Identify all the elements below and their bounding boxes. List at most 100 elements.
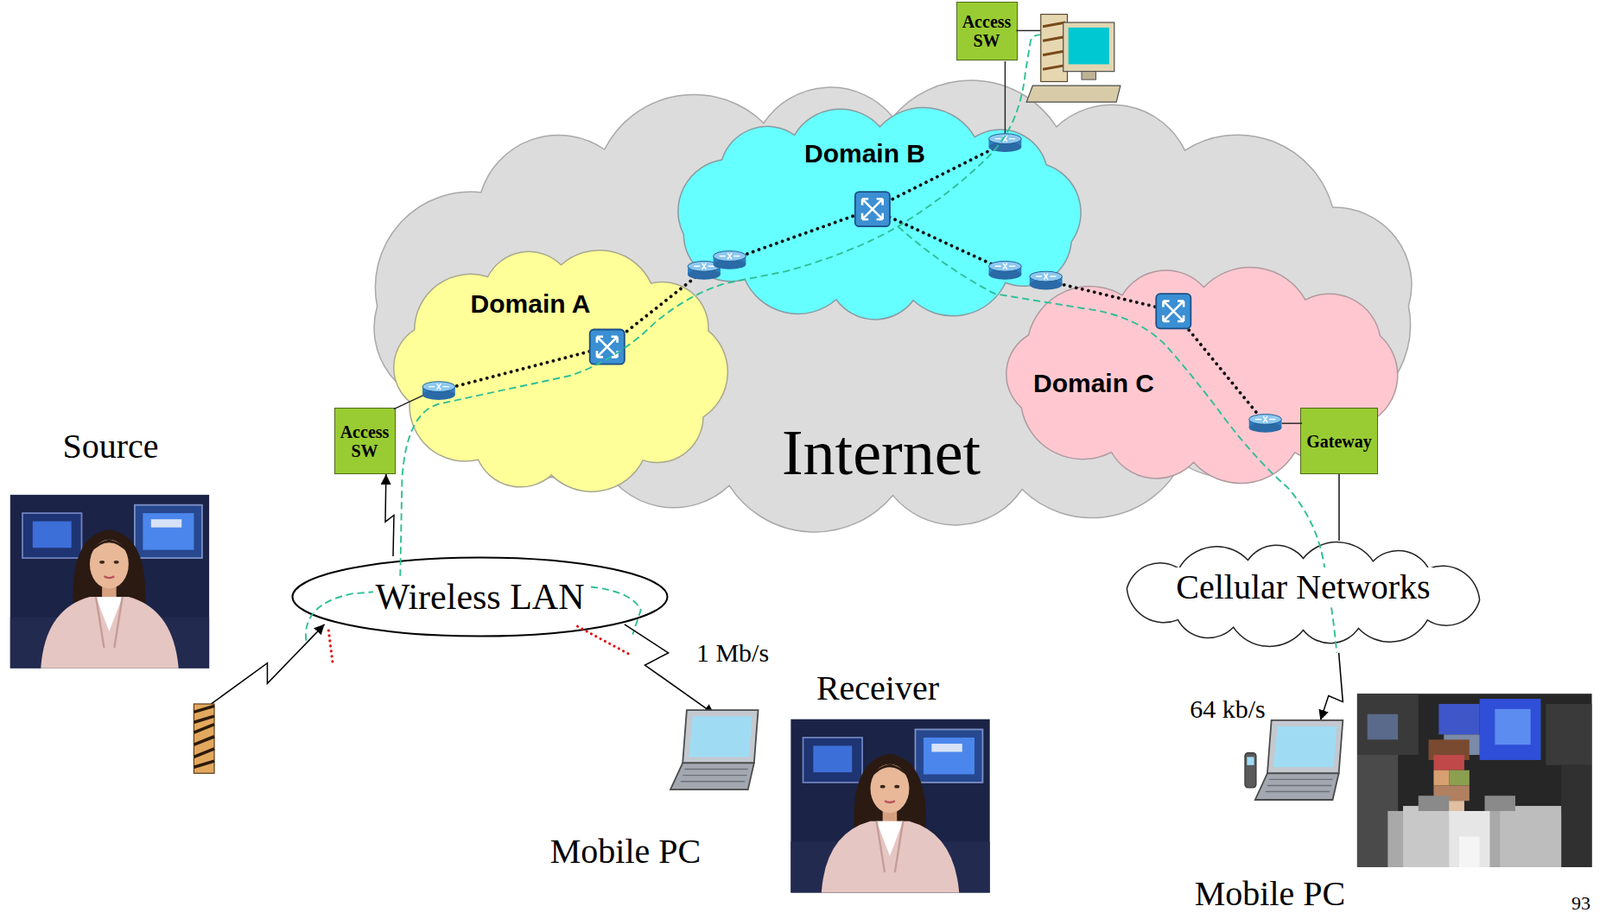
node-label: Domain A	[468, 289, 594, 320]
node-label-group: Domain A	[468, 289, 594, 320]
node-label: Domain B	[801, 139, 928, 170]
router-icon	[422, 133, 1283, 433]
pixelated-video-frame	[1367, 714, 1398, 741]
gateway-link	[1338, 474, 1340, 541]
router-icon	[989, 260, 1023, 280]
pixelated-video-frame	[1403, 806, 1449, 868]
node-label: Gateway	[1303, 431, 1375, 451]
laptop-icon	[1244, 753, 1257, 788]
wireless-lan-ellipse: Wireless LAN	[291, 556, 669, 638]
pixelated-video-frame	[1485, 795, 1516, 812]
node-label-group: Domain C	[1030, 368, 1157, 400]
core-switch-icon	[855, 191, 890, 227]
wireless-bolt	[1320, 653, 1343, 721]
pixelated-video-frame	[1448, 811, 1490, 868]
stream-dashed-path	[400, 585, 642, 635]
access-wire	[393, 30, 1302, 424]
access-wire	[1281, 422, 1302, 424]
caption-label: 64 kb/s	[1189, 694, 1266, 725]
node-label-group: Gateway	[1303, 431, 1375, 451]
node-label: Internet	[779, 416, 984, 490]
wireless-device	[193, 704, 215, 774]
pixelated-video-frame	[1448, 770, 1470, 787]
laptop-icon	[1255, 720, 1344, 800]
cloud-outline	[1006, 267, 1398, 484]
backbone-dotted-path	[872, 209, 1006, 271]
cellular-cloud: Cellular Networks	[1106, 540, 1500, 648]
packet-loss-dots	[328, 630, 333, 664]
access-wire	[1015, 30, 1041, 32]
caption-label: Source	[62, 426, 159, 467]
pixelated-video-frame	[1545, 704, 1592, 766]
packet-loss-dots	[328, 626, 631, 664]
lightning-link	[385, 474, 394, 557]
node-label: Cellular Networks	[1173, 567, 1433, 608]
gateway-box: Gateway	[1300, 407, 1378, 475]
node-label-group: Cellular Networks	[1173, 567, 1433, 608]
caption-label: Mobile PC	[550, 831, 701, 872]
backbone-dotted-path	[730, 142, 1006, 261]
node-label: Wireless LAN	[372, 576, 587, 618]
router-icon	[1249, 414, 1283, 433]
laptop-icon	[670, 710, 1343, 800]
desktop-computer	[1063, 22, 1115, 72]
video-frame	[790, 719, 990, 894]
internet-cloud: Internet Domain B Domain A Domain C	[336, 76, 1449, 536]
pixelated-video-frame	[1499, 806, 1562, 868]
node-label-group: Wireless LAN	[372, 576, 587, 618]
router-icon	[713, 251, 747, 270]
cloud-outline	[393, 250, 729, 493]
desktop-computer	[1042, 22, 1066, 70]
cloud-outline	[678, 107, 1081, 320]
ellipse-outline	[292, 558, 668, 637]
cloud-outline	[374, 80, 1412, 533]
core-switch-icon	[1155, 293, 1191, 329]
access-switch-box: Access SW	[956, 1, 1018, 61]
wireless-device	[193, 704, 215, 774]
pixelated-video-frame	[1357, 693, 1593, 868]
router-icon	[422, 381, 456, 400]
pixelated-video-frame	[1418, 795, 1449, 812]
video-frame	[10, 495, 210, 669]
desktop-computer	[1068, 27, 1110, 65]
node-label-group: Internet	[779, 416, 984, 490]
desktop-computer	[1026, 14, 1121, 103]
wireless-bolt	[210, 624, 1343, 721]
node-label: Access SW	[959, 12, 1015, 51]
pixelated-video-frame	[1357, 693, 1419, 756]
backbone-dotted-path	[1046, 280, 1266, 424]
wireless-bolt	[210, 624, 324, 705]
core-switch-icon	[590, 191, 1192, 365]
node-label: Domain C	[1030, 368, 1157, 400]
node-label: Access SW	[337, 422, 393, 461]
node-label-group: Access SW	[337, 422, 393, 461]
pixelated-video-frame	[1561, 765, 1592, 868]
stream-dashed-path	[305, 34, 1337, 654]
stream-dashed-path	[305, 34, 1042, 642]
packet-loss-dots	[577, 626, 631, 655]
cloud-outline	[377, 240, 745, 501]
backbone-dotted-path	[438, 142, 1266, 424]
access-wire	[1004, 61, 1006, 135]
desktop-computer	[1026, 85, 1121, 102]
illustration-group	[10, 14, 1593, 894]
laptop-icon	[670, 710, 759, 790]
caption-label: 93	[1571, 892, 1591, 915]
pixelated-video-frame	[1357, 693, 1593, 868]
router-icon	[1029, 271, 1063, 290]
pixelated-video-frame	[1479, 698, 1542, 761]
backbone-dotted-path	[438, 270, 705, 391]
caption-label: Mobile PC	[1194, 874, 1346, 915]
pixelated-video-frame	[1494, 709, 1531, 745]
desktop-computer	[1081, 71, 1097, 80]
pixelated-video-frame	[1433, 770, 1449, 787]
pixelated-video-frame	[1433, 755, 1464, 771]
stream-dashed-path	[897, 226, 1337, 654]
node-label-group: Domain B	[801, 139, 928, 170]
domain-cloud: Domain A	[377, 240, 745, 501]
pixelated-video-frame	[1459, 837, 1480, 868]
wireless-bolt	[624, 624, 715, 715]
laptop-icon	[1246, 756, 1254, 765]
caption-label: Receiver	[816, 668, 940, 709]
